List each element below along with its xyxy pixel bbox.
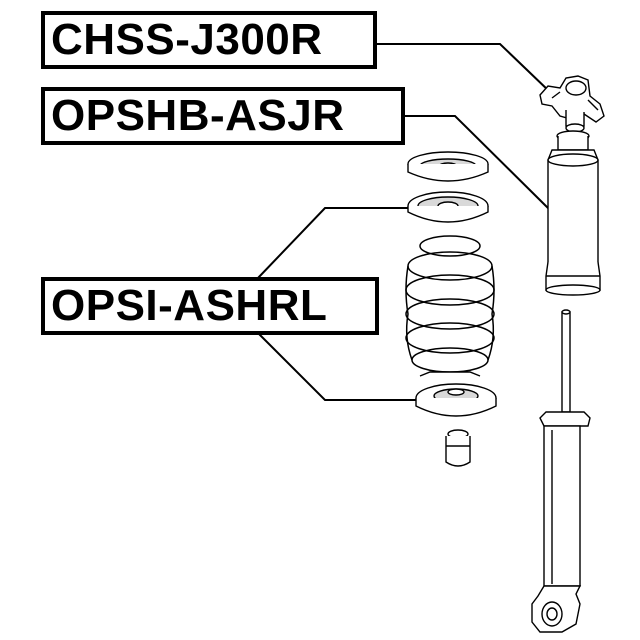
shock-absorber-part <box>531 309 591 633</box>
bump-stop-part <box>445 429 471 467</box>
leader-line-insulator-lower <box>257 332 416 401</box>
lower-spring-insulator <box>415 371 497 417</box>
upper-spring-seat <box>407 151 489 182</box>
coil-spring-part <box>405 235 495 373</box>
leader-line-bump-stop <box>405 115 551 211</box>
leader-lines <box>257 43 551 401</box>
top-mount-part <box>539 75 605 133</box>
bump-stop-boot-part <box>545 130 601 296</box>
part-label-spring-insulator: OPSI-ASHRL <box>41 277 379 335</box>
leader-line-insulator-upper <box>257 207 410 279</box>
upper-spring-insulator <box>407 191 489 223</box>
leader-line-top-mount <box>377 43 551 93</box>
part-label-top-mount: CHSS-J300R <box>41 11 377 69</box>
part-label-bump-stop-boot: OPSHB-ASJR <box>41 87 405 145</box>
